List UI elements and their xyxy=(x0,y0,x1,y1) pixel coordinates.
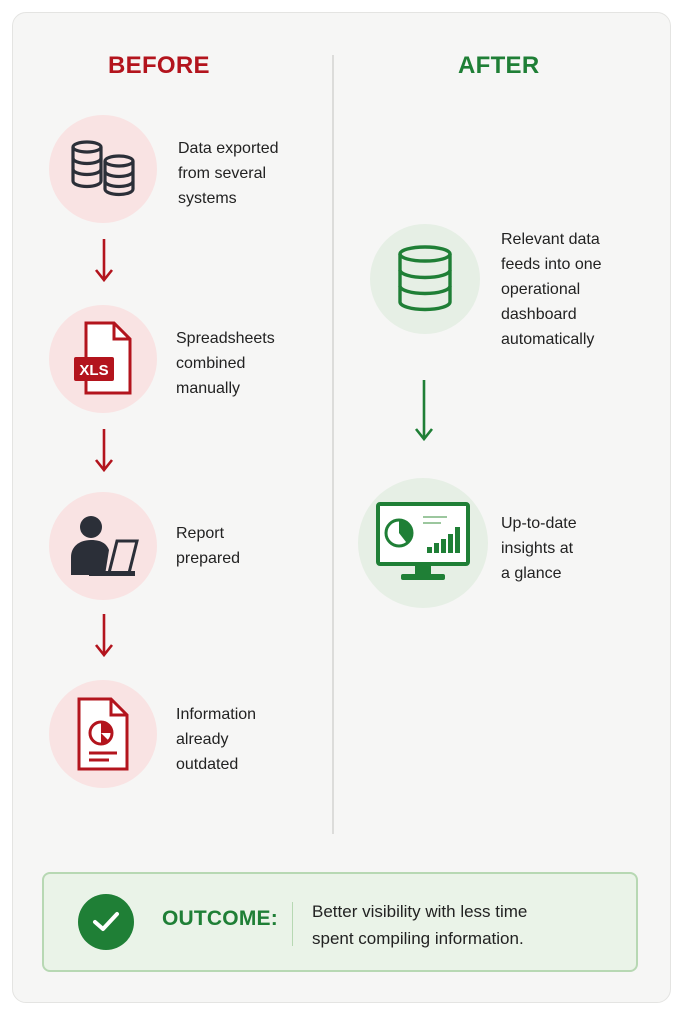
before-step-2-circle: XLS xyxy=(49,305,157,413)
outcome-divider xyxy=(292,902,293,946)
before-heading: BEFORE xyxy=(108,52,210,79)
xls-badge-text: XLS xyxy=(79,362,108,379)
checkmark-icon xyxy=(78,894,134,950)
before-step-3-circle xyxy=(49,492,157,600)
database-icon xyxy=(398,245,452,312)
down-arrow-icon xyxy=(94,429,114,473)
outcome-text: Better visibility with less time spent c… xyxy=(312,902,528,948)
outcome-box: OUTCOME: Better visibility with less tim… xyxy=(42,872,638,972)
before-step-3-label: Report prepared xyxy=(176,525,241,567)
dashboard-monitor-icon xyxy=(376,502,470,580)
person-laptop-icon xyxy=(71,516,139,576)
before-step-1-label: Data exported from several systems xyxy=(178,140,279,207)
after-heading: AFTER xyxy=(458,52,540,79)
before-step-2-label: Spreadsheets combined manually xyxy=(176,330,275,397)
after-step-1-circle xyxy=(370,224,480,334)
column-divider xyxy=(332,55,334,834)
before-step-1-circle xyxy=(49,115,157,223)
after-step-1-label: Relevant data feeds into one operational… xyxy=(501,231,602,348)
xls-file-icon: XLS xyxy=(74,321,132,395)
down-arrow-icon xyxy=(94,239,114,283)
down-arrow-icon xyxy=(414,380,434,442)
outcome-label: OUTCOME: xyxy=(162,907,278,930)
report-document-icon xyxy=(77,697,129,771)
after-step-2-label: Up-to-date insights at a glance xyxy=(501,515,577,582)
before-step-4-label: Information already outdated xyxy=(176,706,257,773)
after-step-2-circle xyxy=(358,478,488,608)
before-step-4-circle xyxy=(49,680,157,788)
database-stack-icon xyxy=(71,140,135,197)
down-arrow-icon xyxy=(94,614,114,658)
